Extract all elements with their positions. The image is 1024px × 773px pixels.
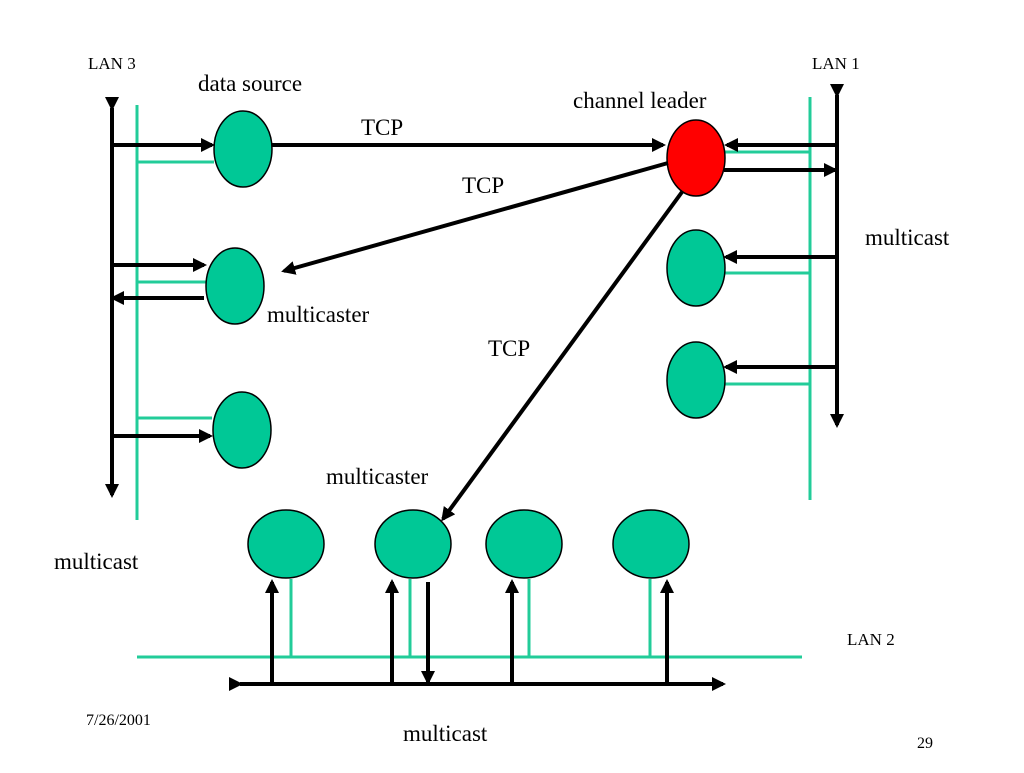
lan2-label: LAN 2 xyxy=(847,630,895,649)
lan1-node-2 xyxy=(666,229,726,307)
tcp-connections: TCP TCP TCP xyxy=(272,115,684,522)
channel-leader-label: channel leader xyxy=(573,88,707,113)
multicaster-left-label: multicaster xyxy=(267,302,370,327)
multicaster-bottom-label: multicaster xyxy=(326,464,429,489)
lan3-multicaster-node xyxy=(205,247,265,325)
lan1-group: LAN 1 channel leader multicast xyxy=(573,54,950,500)
lan3-label: LAN 3 xyxy=(88,54,136,73)
tcp-middle-label: TCP xyxy=(462,173,504,198)
footer-date: 7/26/2001 xyxy=(86,712,151,729)
multicast-right-label: multicast xyxy=(865,225,950,250)
lan2-node-4 xyxy=(612,509,690,579)
lan3-node-3 xyxy=(212,391,272,469)
lan2-multicaster-node xyxy=(374,509,452,579)
lan2-node-3 xyxy=(485,509,563,579)
lan2-group: LAN 2 multicaster multicast xyxy=(137,464,895,746)
data-source-label: data source xyxy=(198,71,302,96)
lan1-node-3 xyxy=(666,341,726,419)
lan3-group: LAN 3 data source multicaster multicast xyxy=(54,54,370,574)
channel-leader-node xyxy=(666,119,726,197)
data-source-node xyxy=(213,110,273,188)
lan2-node-1 xyxy=(247,509,325,579)
multicast-left-label: multicast xyxy=(54,549,139,574)
tcp-lower-label: TCP xyxy=(488,336,530,361)
footer-page-number: 29 xyxy=(917,735,933,752)
tcp-top-label: TCP xyxy=(361,115,403,140)
tcp-arrow-leader-to-lan3-multicaster xyxy=(281,161,669,275)
tcp-arrow-leader-to-lan2-multicaster xyxy=(441,190,684,522)
lan1-label: LAN 1 xyxy=(812,54,860,73)
multicast-bottom-label: multicast xyxy=(403,721,488,746)
